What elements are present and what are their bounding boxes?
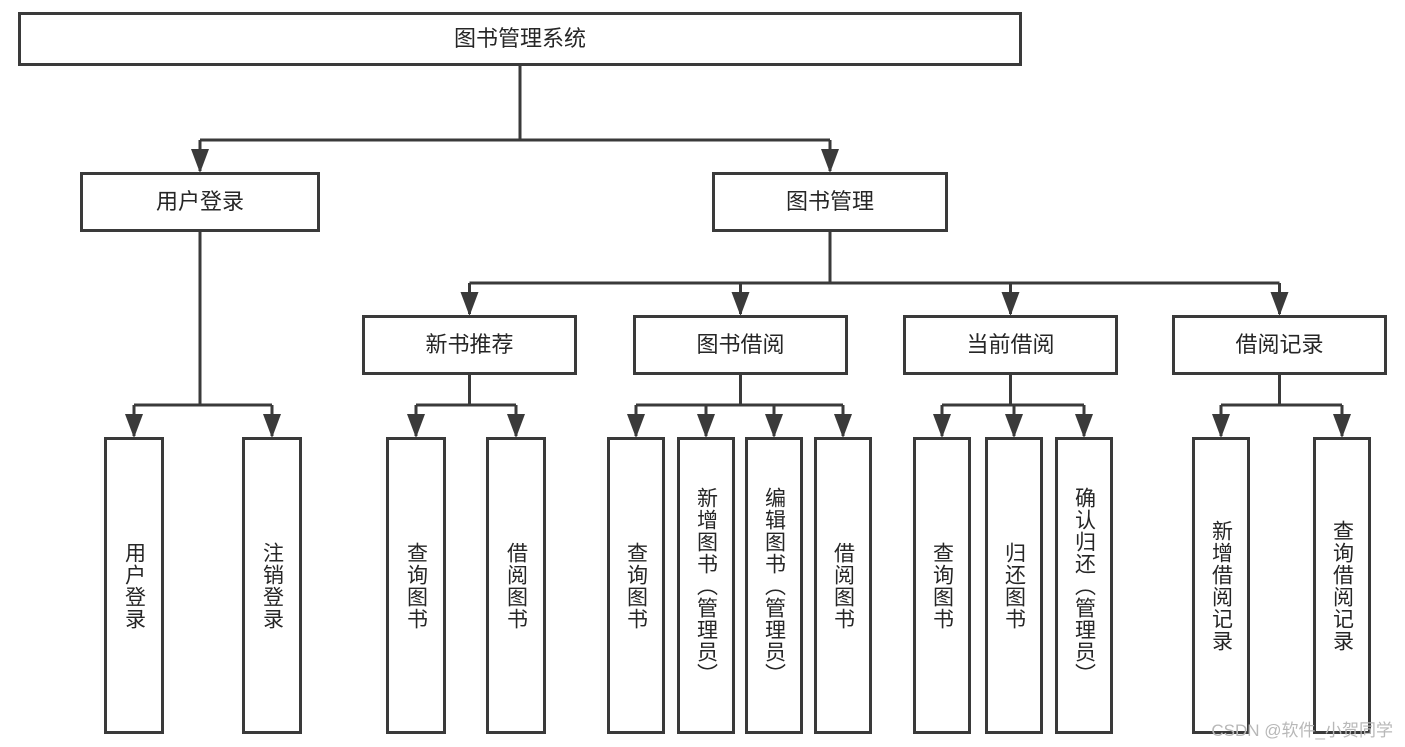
arrow-head xyxy=(507,414,525,438)
node-label-new-book-recommend: 新书推荐 xyxy=(425,332,513,357)
arrow-head xyxy=(1001,292,1020,316)
connector-book-management-to-level3 xyxy=(460,232,1289,316)
arrow-head xyxy=(697,414,715,438)
arrow-head xyxy=(125,414,143,438)
node-box-leaf-user-login[interactable] xyxy=(104,437,164,734)
node-box-borrow-records[interactable] xyxy=(1172,315,1387,375)
arrow-head xyxy=(834,414,852,438)
node-box-leaf-confirm-return-admin[interactable] xyxy=(1055,437,1113,734)
arrow-head xyxy=(460,292,479,316)
node-box-leaf-logout[interactable] xyxy=(242,437,302,734)
arrow-head xyxy=(765,414,783,438)
connector-layer xyxy=(125,66,1351,438)
node-box-leaf-return-book[interactable] xyxy=(985,437,1043,734)
arrow-head xyxy=(1270,292,1289,316)
arrow-head xyxy=(407,414,425,438)
watermark-text: CSDN @软件_小贺同学 xyxy=(1211,721,1393,740)
arrow-head xyxy=(1075,414,1093,438)
arrow-head xyxy=(933,414,951,438)
arrow-head xyxy=(731,292,750,316)
node-label-current-borrow: 当前借阅 xyxy=(966,332,1054,357)
node-box-leaf-add-borrow-record[interactable] xyxy=(1192,437,1250,734)
node-box-user-login[interactable] xyxy=(80,172,320,232)
node-box-leaf-query-book-recommend[interactable] xyxy=(386,437,446,734)
arrow-head xyxy=(1005,414,1023,438)
node-box-leaf-query-book-current[interactable] xyxy=(913,437,971,734)
arrow-head xyxy=(1212,414,1230,438)
node-box-leaf-query-book-borrow[interactable] xyxy=(607,437,665,734)
node-box-leaf-borrow-book-recommend[interactable] xyxy=(486,437,546,734)
node-box-leaf-query-borrow-record[interactable] xyxy=(1313,437,1371,734)
node-box-root[interactable] xyxy=(18,12,1022,66)
node-label-book-borrow: 图书借阅 xyxy=(696,332,784,357)
node-box-leaf-borrow-book[interactable] xyxy=(814,437,872,734)
node-box-leaf-edit-book-admin[interactable] xyxy=(745,437,803,734)
arrow-head xyxy=(1333,414,1351,438)
node-box-leaf-add-book-admin[interactable] xyxy=(677,437,735,734)
connector-current-borrow-to-leaves xyxy=(933,375,1093,438)
node-label-user-login: 用户登录 xyxy=(156,189,244,214)
connector-user-login-to-leaves xyxy=(125,232,281,438)
node-label-book-management: 图书管理 xyxy=(786,189,874,214)
node-layer xyxy=(18,12,1387,734)
node-box-book-management[interactable] xyxy=(712,172,948,232)
node-label-root: 图书管理系统 xyxy=(454,26,586,51)
node-label-borrow-records: 借阅记录 xyxy=(1235,332,1323,357)
node-box-book-borrow[interactable] xyxy=(633,315,848,375)
connector-borrow-records-to-leaves xyxy=(1212,375,1351,438)
arrow-head xyxy=(191,149,209,173)
connector-new-book-recommend-to-leaves xyxy=(407,375,525,438)
node-box-current-borrow[interactable] xyxy=(903,315,1118,375)
connector-root-to-level2 xyxy=(191,66,839,173)
connector-book-borrow-to-leaves xyxy=(627,375,852,438)
arrow-head xyxy=(627,414,645,438)
arrow-head xyxy=(263,414,281,438)
node-box-new-book-recommend[interactable] xyxy=(362,315,577,375)
arrow-head xyxy=(821,149,839,173)
